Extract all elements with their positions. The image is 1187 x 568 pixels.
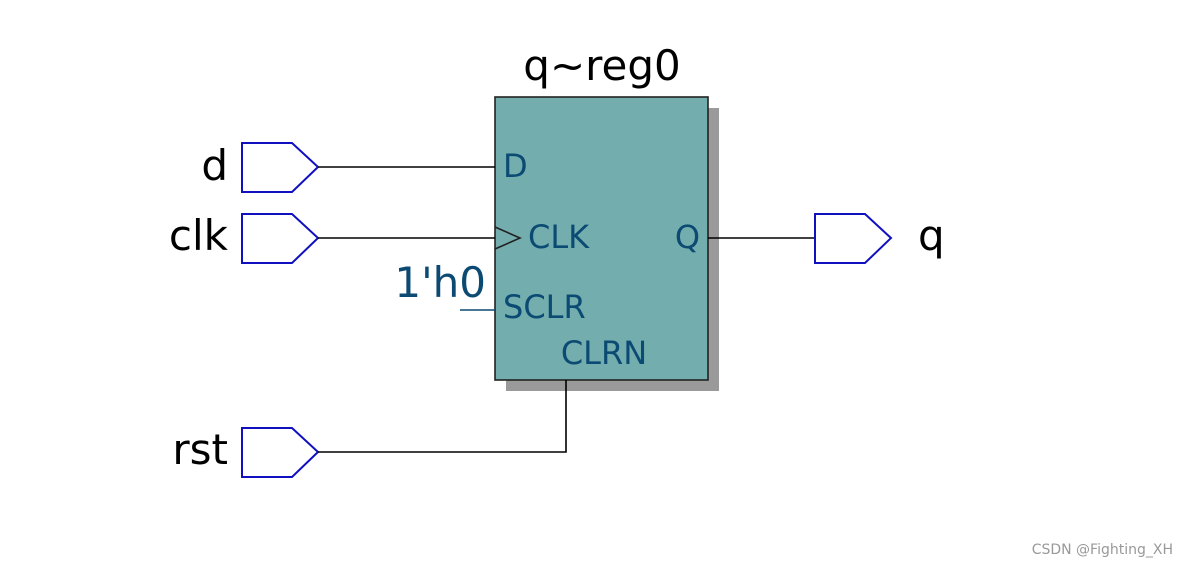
pin-clk-label: CLK <box>528 218 590 256</box>
sclr-constant: 1'h0 <box>394 258 486 307</box>
port-rst-label: rst <box>172 425 228 474</box>
wire-rst <box>318 380 567 453</box>
port-clk-icon[interactable] <box>241 213 320 264</box>
register-title: q~reg0 <box>523 41 680 90</box>
pin-sclr-label: SCLR <box>503 288 586 326</box>
port-clk-label: clk <box>169 211 229 260</box>
register-block[interactable] <box>494 96 709 381</box>
pin-q-label: Q <box>675 218 700 256</box>
port-q-icon[interactable] <box>814 213 893 264</box>
port-d-icon[interactable] <box>241 142 320 193</box>
pin-d-label: D <box>503 147 528 185</box>
clock-edge-icon <box>494 226 522 250</box>
pin-clrn-label: CLRN <box>561 334 647 372</box>
port-q-label: q <box>918 211 945 260</box>
watermark: CSDN @Fighting_XH <box>1031 542 1173 558</box>
port-d-label: d <box>201 141 228 190</box>
port-rst-icon[interactable] <box>241 427 320 478</box>
